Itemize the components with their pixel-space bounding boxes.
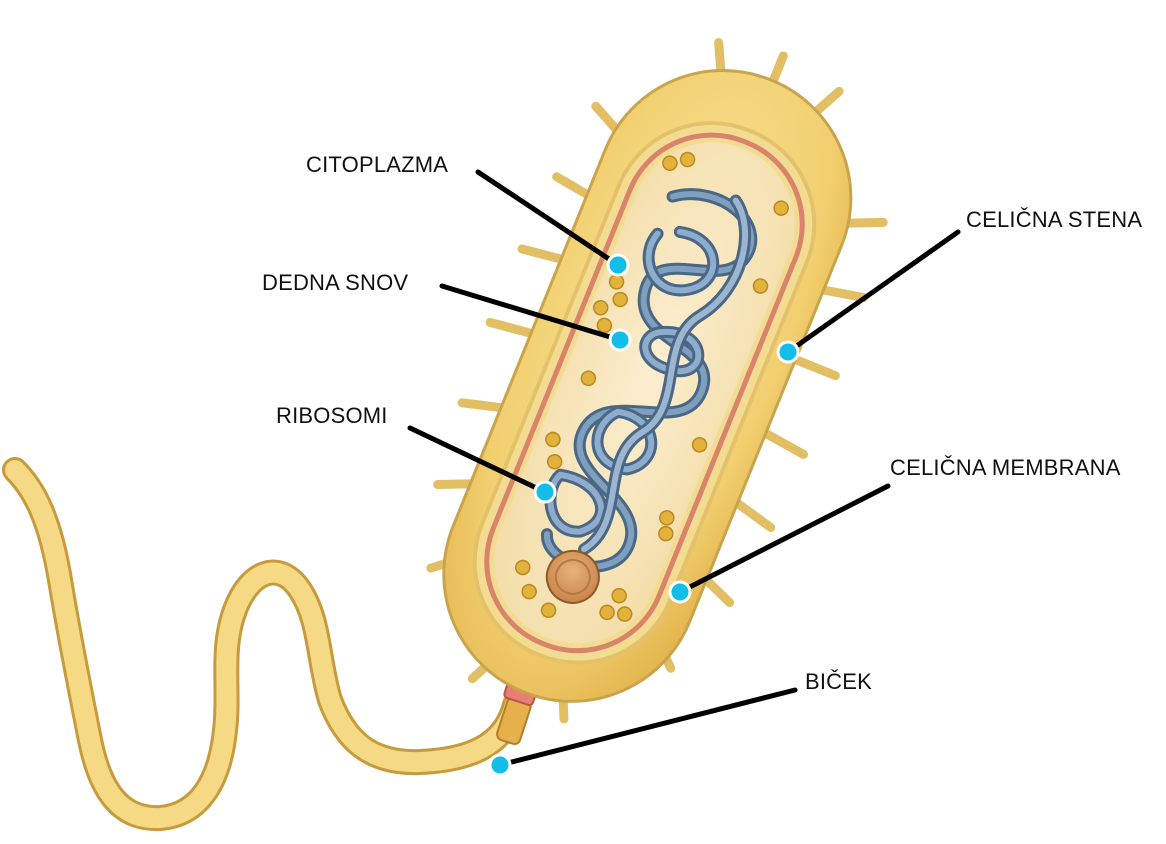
marker-ribosomi — [535, 482, 555, 502]
label-citoplazma: CITOPLAZMA — [306, 152, 448, 177]
label-celicna-membrana: CELIČNA MEMBRANA — [890, 455, 1121, 480]
leader-bicek — [500, 690, 795, 765]
marker-citoplazma — [608, 255, 628, 275]
label-dedna-snov: DEDNA SNOV — [262, 270, 408, 295]
marker-bicek — [490, 755, 510, 775]
marker-celicna-membrana — [670, 582, 690, 602]
marker-dedna-snov — [610, 330, 630, 350]
label-ribosomi: RIBOSOMI — [276, 403, 388, 428]
label-bicek: BIČEK — [805, 669, 872, 694]
marker-celicna-stena — [778, 342, 798, 362]
label-celicna-stena: CELIČNA STENA — [966, 207, 1142, 232]
